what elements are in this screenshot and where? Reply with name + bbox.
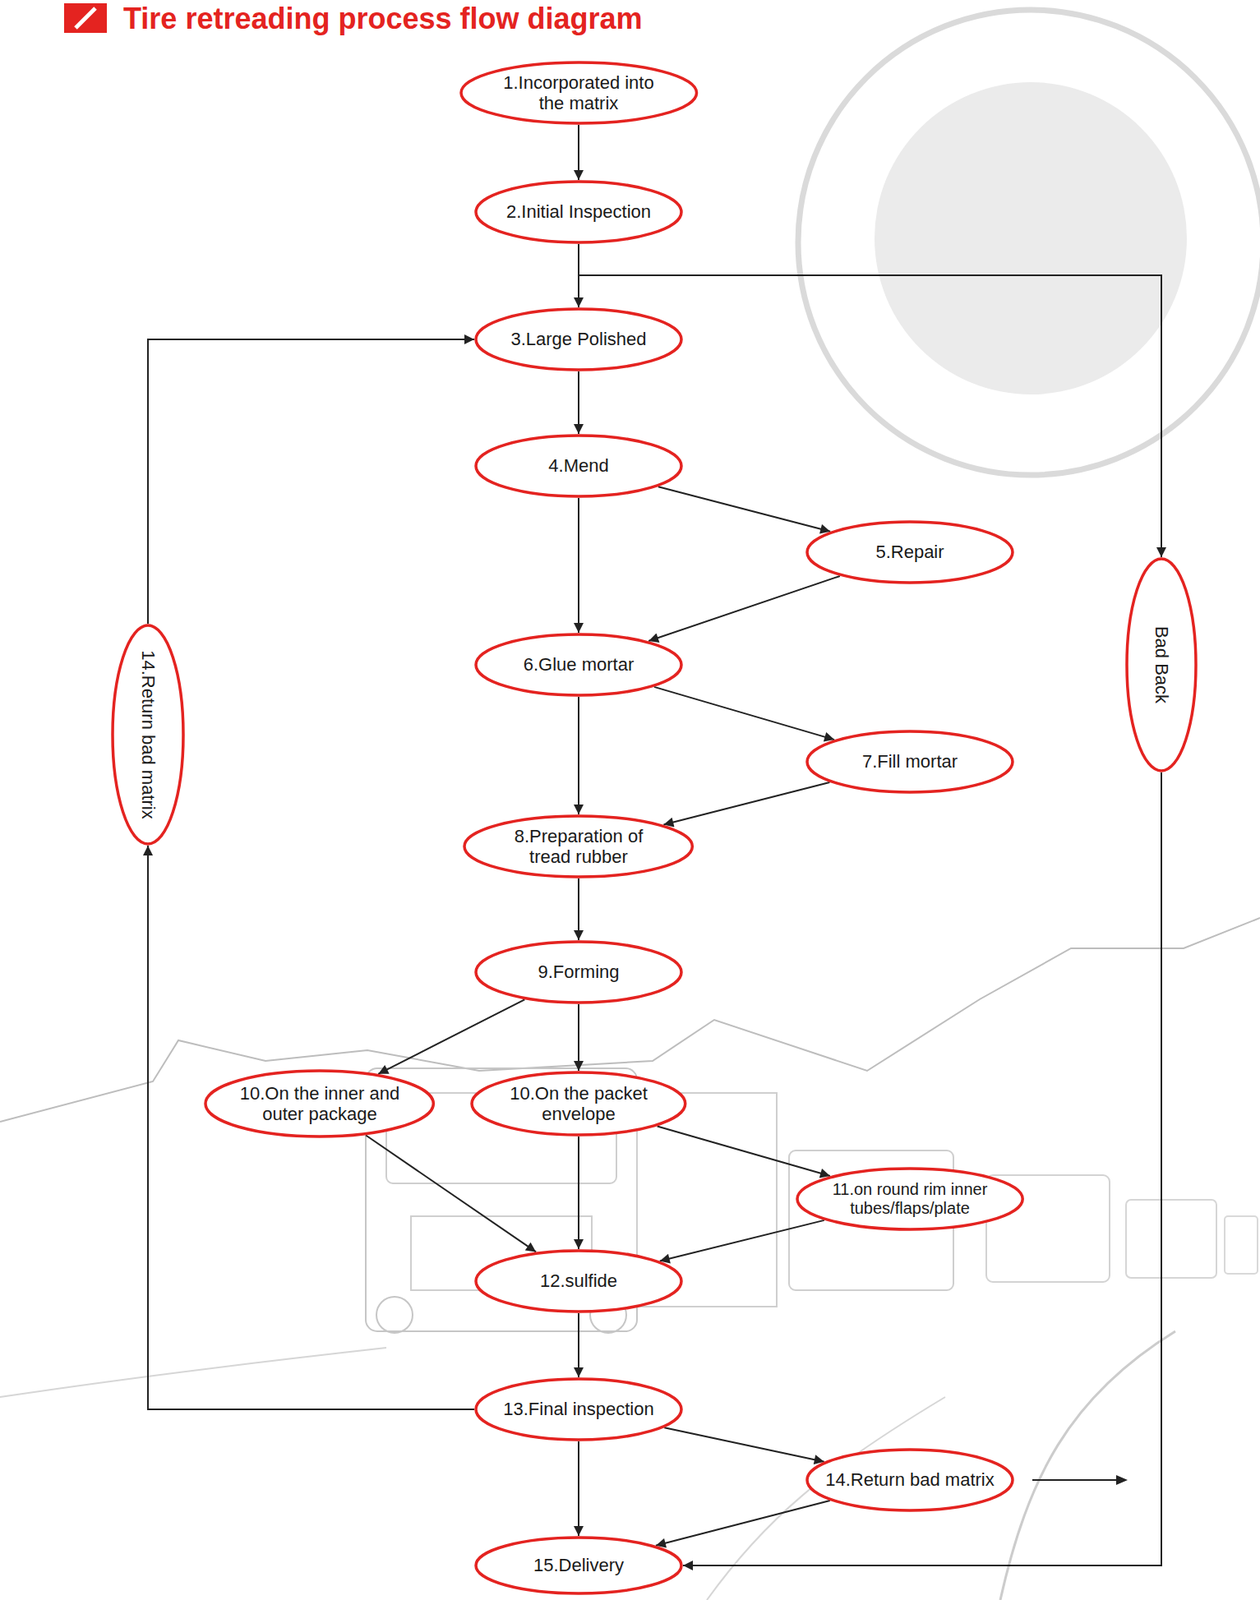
node-label: 13.Final inspection — [503, 1398, 654, 1420]
node-label: 10.On the packet envelope — [498, 1083, 659, 1126]
node-label: 10.On the inner and outer package — [230, 1083, 408, 1126]
flow-arrow — [577, 696, 580, 815]
ellipse-shape — [471, 1072, 686, 1136]
ellipse-shape — [797, 1168, 1023, 1230]
diagram-title: Tire retreading process flow diagram — [123, 1, 643, 37]
process-ellipse: 8.Preparation of tread rubber — [462, 814, 694, 879]
process-ellipse: 4.Mend — [474, 433, 684, 499]
title-icon-mark — [75, 8, 96, 28]
process-ellipse: 13.Final inspection — [474, 1377, 684, 1442]
flow-arrow — [658, 486, 831, 532]
flow-arrow — [654, 687, 835, 740]
process-ellipse: 12.sulfide — [474, 1249, 684, 1314]
truck-fourth — [1126, 1200, 1217, 1279]
flow-arrow — [577, 1441, 580, 1537]
ellipse-shape — [475, 634, 682, 696]
vertical-ellipse-node: 14.Return bad matrix — [110, 623, 185, 846]
flow-arrow — [655, 1500, 831, 1547]
flow-arrow — [577, 498, 580, 633]
decor-ring — [798, 9, 1260, 476]
process-ellipse: 10.On the inner and outer package — [203, 1069, 435, 1139]
ellipse-shape — [807, 1449, 1013, 1511]
process-ellipse: 2.Initial Inspection — [474, 180, 684, 245]
flow-arrow — [147, 845, 475, 1410]
node-label: 2.Initial Inspection — [506, 201, 651, 222]
flow-arrow — [663, 782, 830, 826]
ellipse-shape — [807, 731, 1013, 793]
process-ellipse: 5.Repair — [805, 520, 1015, 585]
decor-disc — [874, 82, 1187, 395]
node-label: 14.Return bad matrix — [825, 1469, 994, 1491]
flow-arrow — [577, 1136, 580, 1250]
flow-arrow — [147, 339, 475, 624]
node-label: 11.on round rim inner tubes/flaps/plate — [821, 1180, 998, 1219]
node-label: 12.sulfide — [540, 1270, 618, 1292]
process-ellipse: 7.Fill mortar — [805, 729, 1015, 794]
node-label: 6.Glue mortar — [523, 654, 635, 675]
truck-fifth — [1224, 1216, 1258, 1274]
flow-arrow — [648, 576, 840, 642]
node-label: 14.Return bad matrix — [137, 650, 158, 819]
ellipse-shape — [475, 941, 682, 1003]
ellipse-shape — [475, 1250, 682, 1312]
ellipse-shape — [475, 1537, 682, 1594]
node-label: 7.Fill mortar — [862, 751, 958, 772]
node-label: 8.Preparation of tread rubber — [493, 826, 663, 868]
ellipse-shape — [475, 309, 682, 370]
flow-arrow — [578, 244, 1162, 558]
flow-arrow — [577, 878, 580, 941]
process-ellipse: 10.On the packet envelope — [470, 1070, 688, 1137]
process-ellipse: 15.Delivery — [474, 1536, 684, 1596]
process-ellipse: 9.Forming — [474, 940, 684, 1005]
title-icon — [64, 3, 107, 33]
flow-arrow — [657, 1126, 831, 1177]
node-label: Bad Back — [1150, 626, 1172, 704]
ellipse-shape — [807, 521, 1013, 583]
loose-arrow — [1032, 1479, 1125, 1482]
ellipse-shape — [205, 1070, 434, 1137]
ellipse-shape — [475, 181, 682, 243]
node-label: 5.Repair — [875, 541, 944, 563]
truck-light — [376, 1296, 413, 1334]
flow-arrow — [365, 1135, 536, 1253]
ellipse-shape — [464, 816, 693, 877]
node-label: 9.Forming — [537, 961, 619, 983]
road-edge — [1000, 1331, 1176, 1600]
vertical-ellipse-node: Bad Back — [1125, 557, 1198, 773]
ellipse-shape — [1126, 558, 1196, 771]
flow-arrow — [577, 371, 580, 434]
ellipse-shape — [475, 1379, 682, 1440]
process-ellipse: 1.Incorporated into the matrix — [459, 60, 699, 125]
loose-arrowhead — [1116, 1475, 1128, 1486]
flow-arrow — [683, 772, 1162, 1566]
node-label: 15.Delivery — [533, 1555, 624, 1576]
flow-arrow — [378, 999, 525, 1074]
flow-arrow — [577, 124, 580, 180]
flow-arrow — [660, 1220, 825, 1262]
flow-arrow — [577, 1313, 580, 1378]
ellipse-shape — [475, 435, 682, 497]
flow-arrow — [577, 1004, 580, 1071]
process-ellipse: 3.Large Polished — [474, 307, 684, 372]
node-label: 1.Incorporated into the matrix — [491, 72, 666, 115]
process-ellipse: 14.Return bad matrix — [805, 1448, 1015, 1513]
ellipse-shape — [112, 625, 184, 845]
node-label: 3.Large Polished — [510, 328, 647, 350]
flow-arrow — [664, 1427, 824, 1462]
ellipse-shape — [461, 62, 697, 124]
road-edge — [0, 1347, 387, 1398]
process-ellipse: 11.on round rim inner tubes/flaps/plate — [795, 1167, 1025, 1232]
process-ellipse: 6.Glue mortar — [474, 632, 684, 697]
node-label: 4.Mend — [548, 455, 609, 476]
